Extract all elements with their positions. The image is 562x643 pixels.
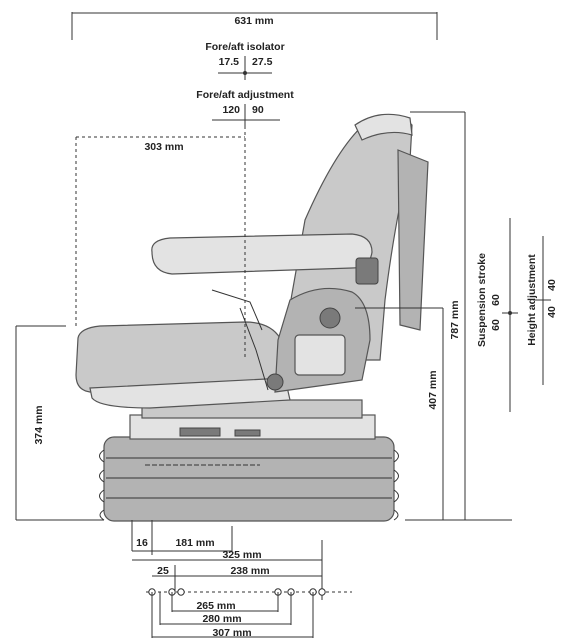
adjustment-right-value: 90: [252, 104, 264, 116]
belt-bracket: [211, 289, 269, 391]
overall-width-label: 631 mm: [234, 15, 273, 27]
hole-307-label: 307 mm: [212, 627, 251, 639]
dim-height-adjustment: Height adjustment 40 40: [526, 236, 558, 385]
dim-height-407: 407 mm: [355, 307, 444, 521]
base-238-label: 238 mm: [230, 565, 269, 577]
height-adj-value-a: 40: [546, 306, 558, 318]
suspension-bellows: [99, 436, 399, 522]
height-374-label: 374 mm: [33, 405, 45, 444]
isolator-right-value: 27.5: [252, 56, 273, 68]
height-adj-value-b: 40: [546, 279, 558, 291]
dim-height-374: 374 mm: [15, 325, 104, 521]
armrest: [151, 233, 373, 275]
dim-overall-width: 631 mm: [71, 12, 438, 40]
offset-25-label: 25: [157, 565, 169, 577]
isolator-left-value: 17.5: [219, 56, 240, 68]
dim-height-787: 787 mm: [410, 111, 512, 521]
dim-adjustment: Fore/aft adjustment 120 90: [196, 89, 294, 126]
dim-suspension-stroke: Suspension stroke 60 60: [476, 218, 518, 412]
seat-illustration: [75, 113, 429, 522]
height-407-label: 407 mm: [427, 370, 439, 409]
seat-cushion-side: [89, 377, 291, 409]
lever-plate: [294, 334, 346, 376]
suspension-title: Suspension stroke: [476, 253, 488, 347]
height-adj-title: Height adjustment: [526, 254, 538, 346]
base-181-label: 181 mm: [175, 537, 214, 549]
adjustment-left-value: 120: [222, 104, 240, 116]
height-787-label: 787 mm: [449, 300, 461, 339]
suspension-value-a: 60: [490, 319, 502, 331]
dim-seat-depth: 303 mm: [75, 126, 246, 360]
base-325-label: 325 mm: [222, 549, 261, 561]
armrest-control: [355, 257, 379, 285]
offset-16-label: 16: [136, 537, 148, 549]
adjustment-title: Fore/aft adjustment: [196, 89, 294, 101]
backrest-frame: [397, 149, 429, 331]
pivot: [266, 373, 284, 391]
hole-280-label: 280 mm: [202, 613, 241, 625]
headrest: [354, 113, 413, 141]
hole-265-label: 265 mm: [196, 600, 235, 612]
dim-isolator: Fore/aft isolator 17.5 27.5: [205, 41, 285, 80]
suspension-value-b: 60: [490, 294, 502, 306]
seat-depth-label: 303 mm: [144, 141, 183, 153]
adjust-knob: [319, 307, 341, 329]
dim-bottom: 16 181 mm 325 mm 25 238 mm 265 mm 280 mm: [131, 520, 352, 639]
isolator-title: Fore/aft isolator: [205, 41, 284, 53]
